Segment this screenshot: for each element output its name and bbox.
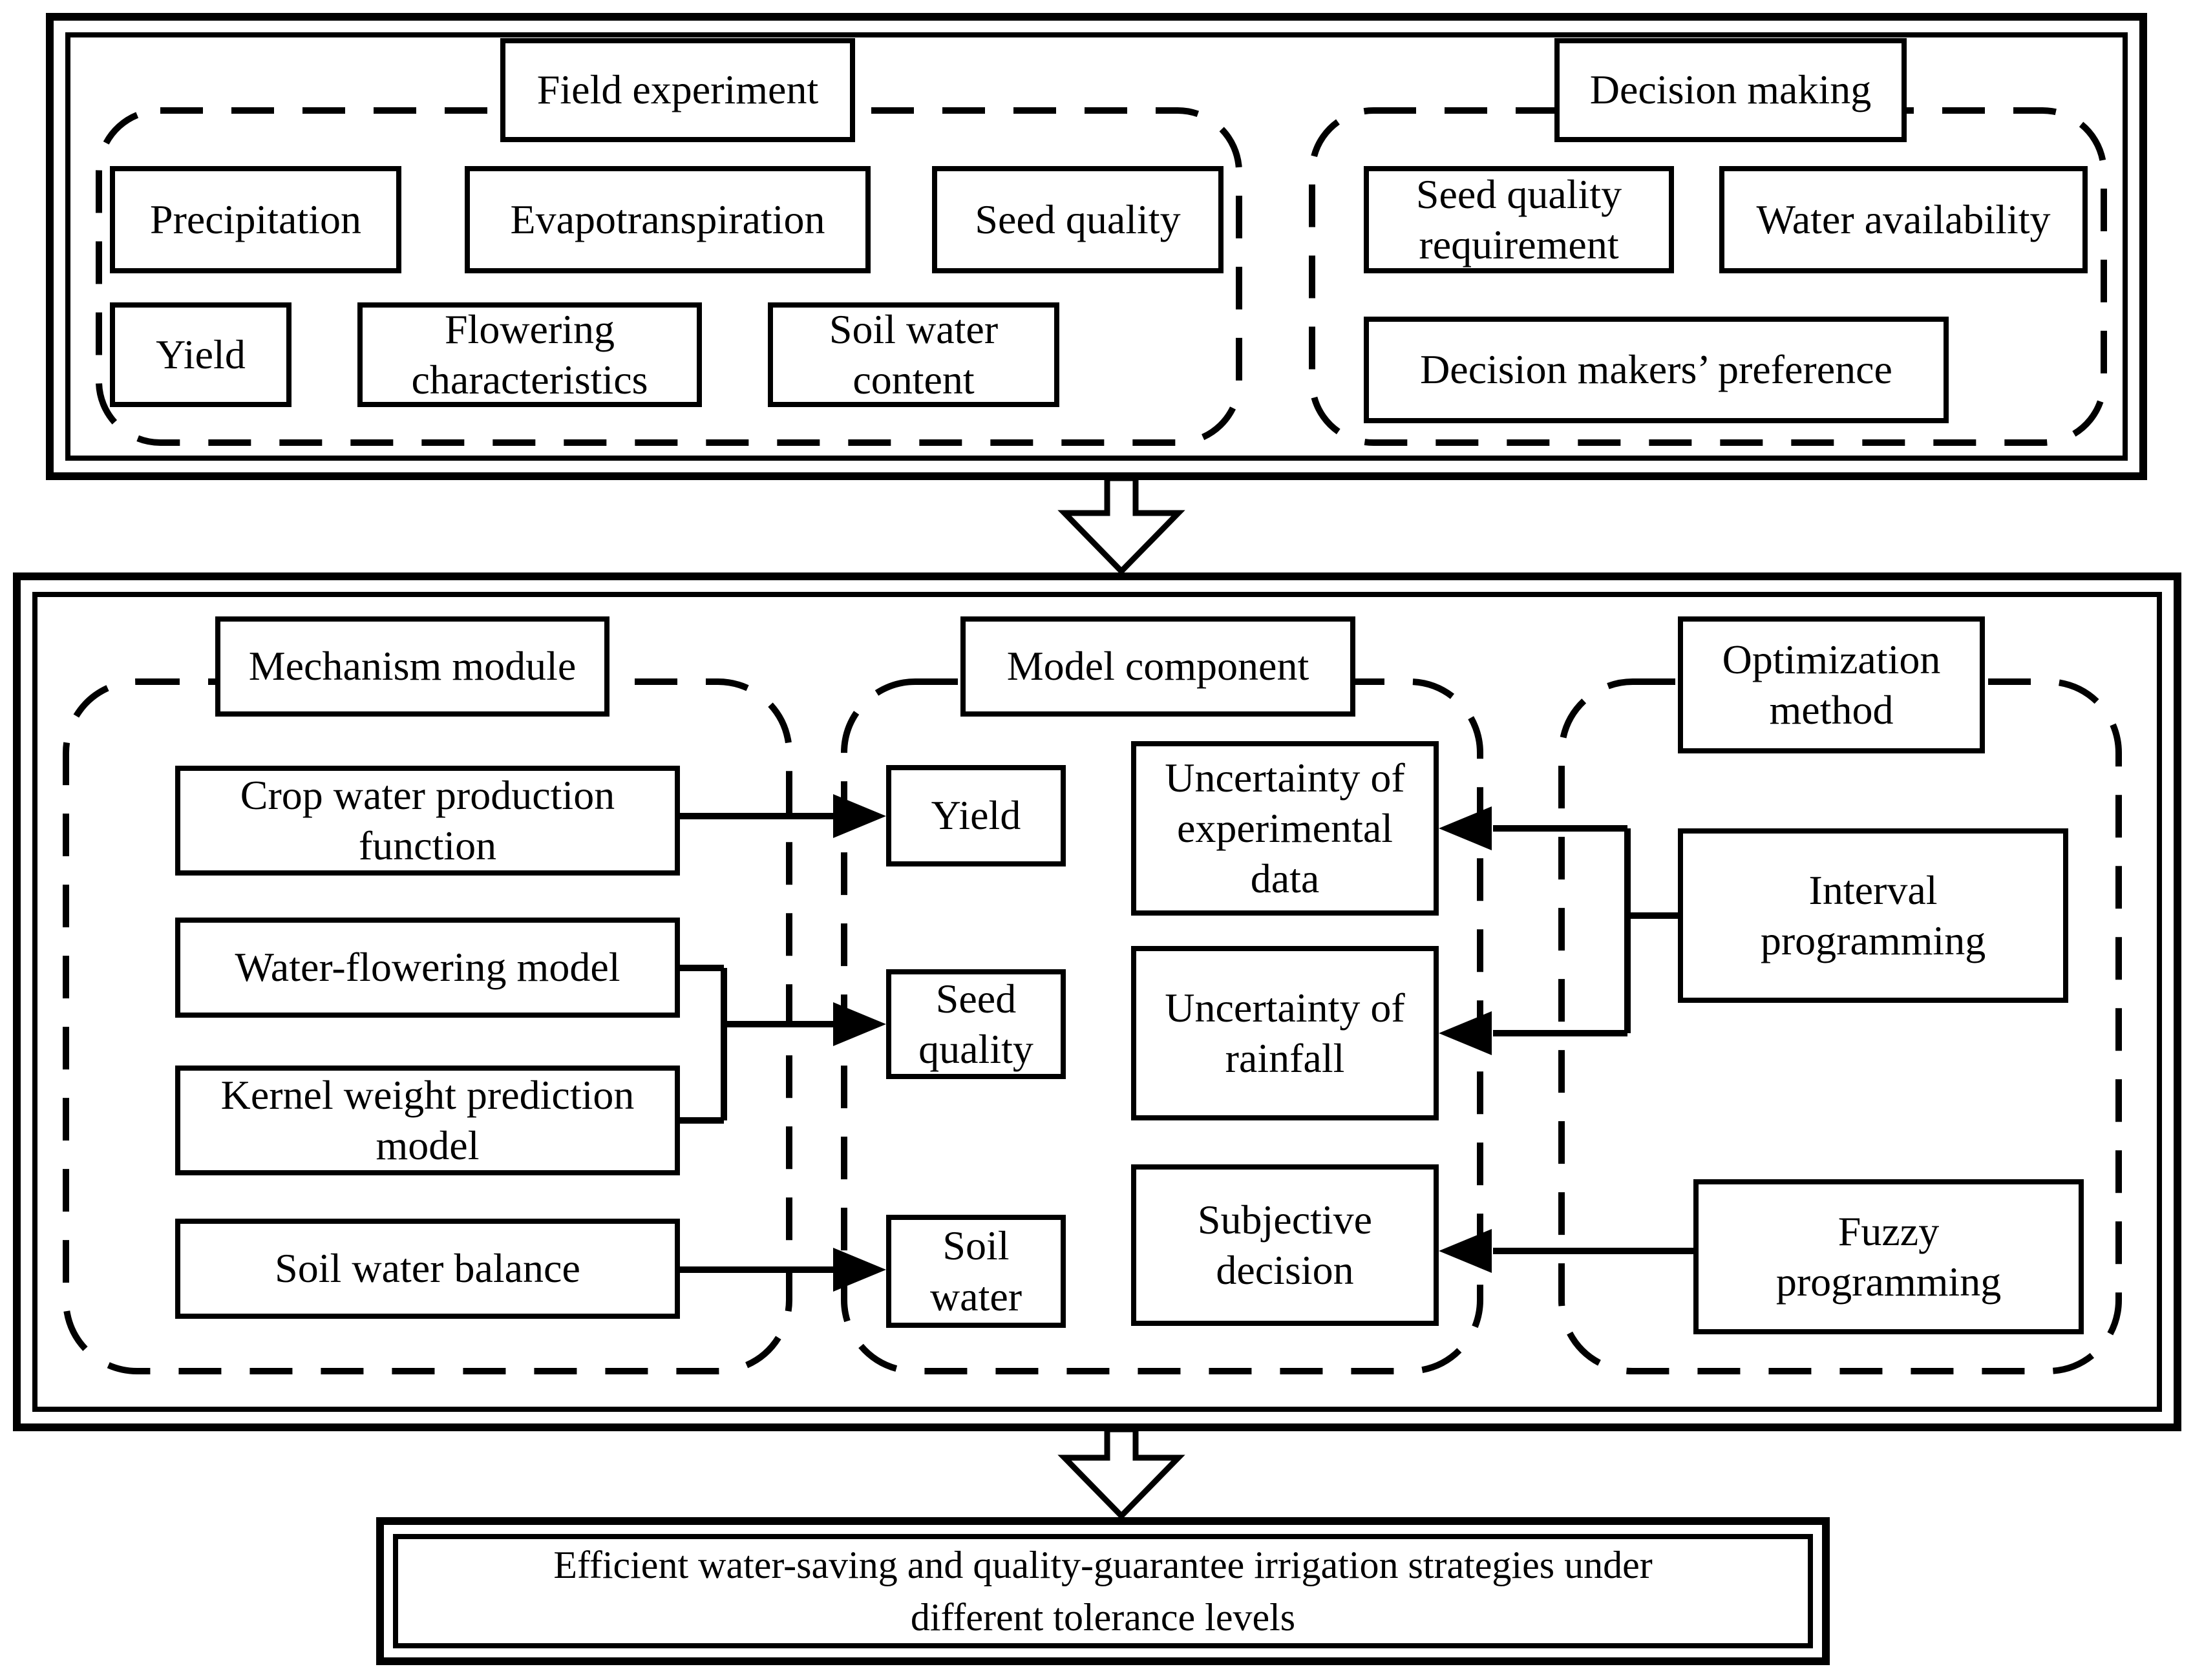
middle-section-frame — [13, 572, 2181, 1431]
arrowhead-to-seed-quality — [833, 1002, 886, 1046]
box-subjective-decision: Subjective decision — [1131, 1164, 1439, 1326]
box-interval-programming: Interval programming — [1678, 828, 2068, 1003]
box-uncertainty-experimental-data: Uncertainty of experimental data — [1131, 741, 1439, 916]
box-yield-experiment: Yield — [110, 302, 291, 407]
title-decision-making: Decision making — [1554, 38, 1907, 142]
top-section-frame — [46, 13, 2147, 480]
arrowhead-cwpf-to-yield — [833, 794, 886, 838]
connector-bracket-to-seed-quality — [680, 965, 837, 1124]
arrowhead-to-rainfall — [1439, 1011, 1492, 1055]
box-evapotranspiration: Evapotranspiration — [465, 166, 871, 273]
connector-interval-branch — [1493, 825, 1678, 1036]
box-fuzzy-programming: Fuzzy programming — [1693, 1179, 2084, 1334]
box-seed-quality-requirement: Seed quality requirement — [1364, 166, 1674, 273]
box-precipitation: Precipitation — [110, 166, 401, 273]
box-seed-quality-model: Seed quality — [886, 969, 1066, 1079]
group-decision-making-border — [1309, 107, 2107, 446]
group-optimization-method-border — [1558, 678, 2122, 1374]
box-seed-quality-experiment: Seed quality — [932, 166, 1224, 273]
box-yield-model: Yield — [886, 765, 1066, 866]
box-decision-makers-preference: Decision makers’ preference — [1364, 317, 1949, 423]
box-water-flowering-model: Water-flowering model — [175, 918, 680, 1018]
arrowhead-to-experimental-data — [1439, 806, 1492, 850]
box-soil-water-model: Soil water — [886, 1215, 1066, 1328]
title-model-component: Model component — [960, 616, 1355, 717]
title-mechanism-module: Mechanism module — [215, 616, 609, 717]
arrowhead-to-soil-water — [833, 1248, 886, 1292]
arrow-middle-to-output — [1057, 1426, 1185, 1520]
box-irrigation-strategies-result: Efficient water-saving and quality-guara… — [376, 1517, 1830, 1665]
arrow-top-to-middle — [1057, 475, 1185, 576]
title-optimization-method: Optimization method — [1678, 616, 1985, 753]
box-soil-water-content: Soil water content — [768, 302, 1059, 407]
box-kernel-weight-prediction-model: Kernel weight prediction model — [175, 1066, 680, 1175]
box-uncertainty-rainfall: Uncertainty of rainfall — [1131, 946, 1439, 1120]
arrowhead-to-subjective-decision — [1439, 1229, 1492, 1273]
box-flowering-characteristics: Flowering characteristics — [357, 302, 702, 407]
box-soil-water-balance: Soil water balance — [175, 1219, 680, 1319]
title-field-experiment: Field experiment — [500, 38, 855, 142]
box-water-availability: Water availability — [1719, 166, 2088, 273]
box-crop-water-production-function: Crop water production function — [175, 766, 680, 876]
